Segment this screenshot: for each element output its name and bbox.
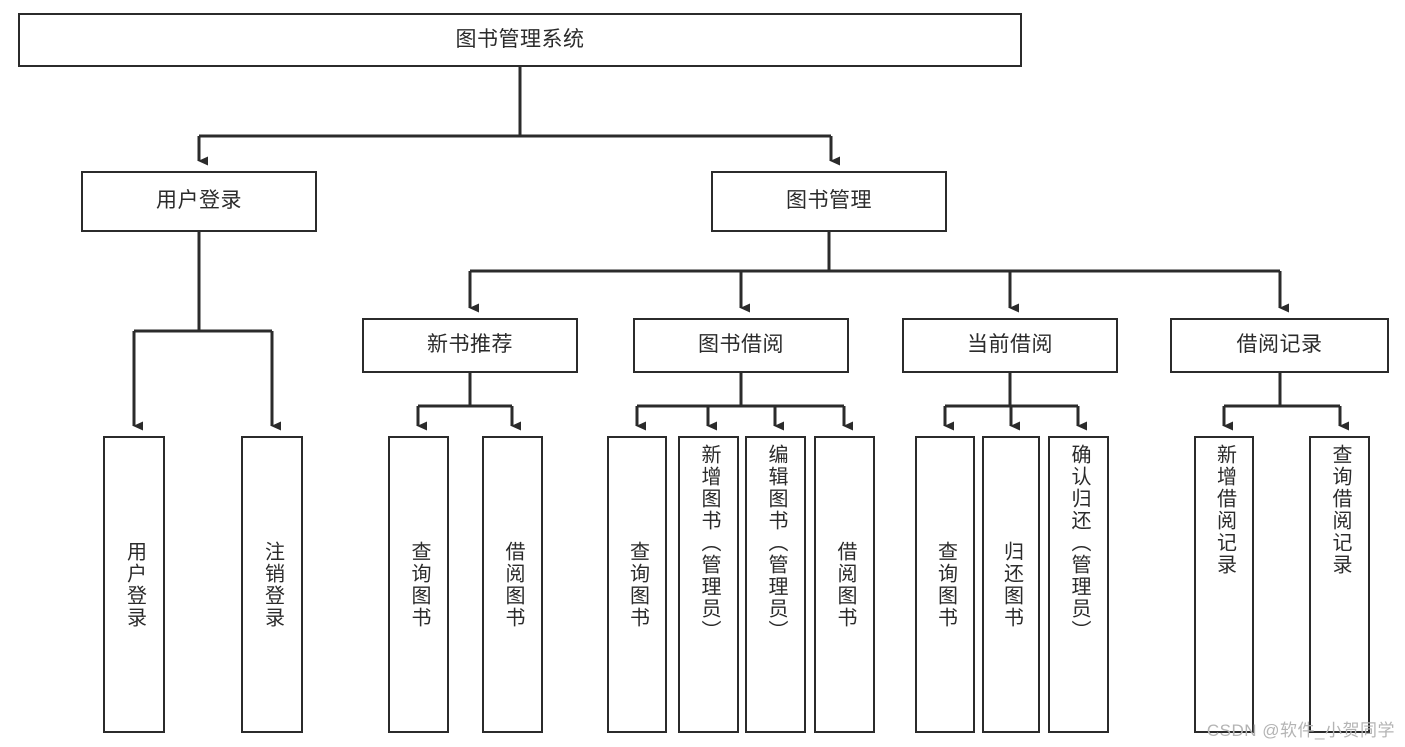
node-leaf-label: 查询图书 — [408, 540, 430, 629]
node-book-borrow-label: 图书借阅 — [698, 333, 784, 357]
node-leaf-user-login[interactable]: 用户登录 — [103, 436, 165, 733]
node-leaf-label: 借阅图书 — [502, 540, 524, 629]
node-current-borrow[interactable]: 当前借阅 — [902, 318, 1118, 373]
node-leaf-query-book-borrow[interactable]: 查询图书 — [607, 436, 667, 733]
node-leaf-label: 借阅图书 — [834, 540, 856, 629]
node-leaf-label: 查询借阅记录 — [1329, 444, 1351, 576]
node-root-label: 图书管理系统 — [455, 27, 585, 51]
node-leaf-confirm-return-admin[interactable]: 确认归还（管理员） — [1048, 436, 1109, 733]
node-leaf-label: 确认归还（管理员） — [1068, 444, 1090, 642]
node-current-borrow-label: 当前借阅 — [967, 333, 1053, 357]
node-new-book-recommend[interactable]: 新书推荐 — [362, 318, 578, 373]
node-leaf-label: 查询图书 — [934, 540, 957, 629]
node-user-login[interactable]: 用户登录 — [81, 171, 317, 232]
node-leaf-query-borrow-record[interactable]: 查询借阅记录 — [1309, 436, 1370, 733]
node-leaf-add-borrow-record[interactable]: 新增借阅记录 — [1194, 436, 1254, 733]
csdn-watermark: CSDN @软件_小贺同学 — [1206, 721, 1395, 740]
node-new-book-recommend-label: 新书推荐 — [427, 333, 513, 357]
node-leaf-label: 编辑图书（管理员） — [765, 444, 787, 642]
node-leaf-add-book-admin[interactable]: 新增图书（管理员） — [678, 436, 739, 733]
node-borrow-record[interactable]: 借阅记录 — [1170, 318, 1389, 373]
node-leaf-label: 注销登录 — [261, 540, 284, 629]
node-leaf-logout[interactable]: 注销登录 — [241, 436, 303, 733]
node-book-management-label: 图书管理 — [786, 189, 872, 213]
node-leaf-return-book[interactable]: 归还图书 — [982, 436, 1040, 733]
node-leaf-query-book-current[interactable]: 查询图书 — [915, 436, 975, 733]
node-leaf-label: 查询图书 — [626, 540, 649, 629]
node-leaf-borrow-book[interactable]: 借阅图书 — [814, 436, 875, 733]
node-leaf-label: 用户登录 — [123, 540, 146, 629]
node-leaf-label: 新增借阅记录 — [1213, 444, 1236, 576]
node-user-login-label: 用户登录 — [156, 189, 242, 213]
node-leaf-label: 新增图书（管理员） — [698, 444, 720, 642]
node-leaf-edit-book-admin[interactable]: 编辑图书（管理员） — [745, 436, 806, 733]
node-leaf-borrow-book-recommend[interactable]: 借阅图书 — [482, 436, 543, 733]
node-root-system[interactable]: 图书管理系统 — [18, 13, 1022, 67]
node-book-management[interactable]: 图书管理 — [711, 171, 947, 232]
node-leaf-label: 归还图书 — [1000, 540, 1023, 629]
node-leaf-query-book-recommend[interactable]: 查询图书 — [388, 436, 449, 733]
node-borrow-record-label: 借阅记录 — [1236, 333, 1323, 357]
node-book-borrow[interactable]: 图书借阅 — [633, 318, 849, 373]
